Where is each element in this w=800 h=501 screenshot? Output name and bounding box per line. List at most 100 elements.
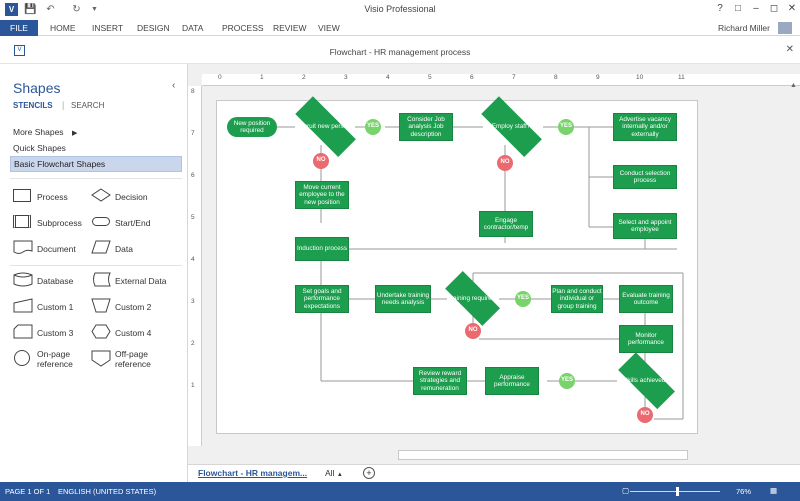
stencil-custom-2[interactable]: Custom 2 [91,298,181,318]
flow-no-2[interactable]: NO [497,155,513,171]
flow-start-new-position[interactable]: New position required [227,117,277,137]
ruler-tick: 0 [218,74,222,81]
user-name[interactable]: Richard Miller [718,23,770,33]
collapse-pane-icon[interactable]: ‹ [172,80,176,91]
flow-induction-process[interactable]: Induction process [295,237,349,261]
stencil-label: External Data [115,276,167,286]
quick-shapes[interactable]: Quick Shapes [13,143,66,153]
tab-file[interactable]: FILE [0,20,38,36]
stencil-on-page-reference[interactable]: On-page reference [13,349,93,370]
custom-2-shape-icon [91,298,111,313]
off-page-reference-shape-icon [91,350,111,367]
tab-design[interactable]: DESIGN [137,23,170,33]
stencil-subprocess[interactable]: Subprocess [13,214,93,234]
tab-review[interactable]: REVIEW [273,23,307,33]
drawing-page[interactable]: New position required Recruit new person… [216,100,698,434]
stencil-custom-1[interactable]: Custom 1 [13,298,93,318]
more-shapes[interactable]: More Shapes ▶ [13,127,77,137]
tab-home[interactable]: HOME [50,23,76,33]
flow-yes-4[interactable]: YES [559,373,575,389]
flow-yes-1[interactable]: YES [365,119,381,135]
scroll-up-icon[interactable]: ▲ [790,82,797,89]
tab-stencils[interactable]: STENCILS [13,101,53,110]
stencil-label: Process [37,192,68,202]
zoom-level[interactable]: 76% [736,487,752,496]
stencil-data[interactable]: Data [91,240,181,260]
tab-search[interactable]: SEARCH [71,101,105,110]
all-sheets-button[interactable]: All ▲ [325,468,343,478]
help-icon[interactable]: ? [717,3,723,14]
stencil-label: Custom 2 [115,302,152,312]
flow-no-4[interactable]: NO [637,407,653,423]
flow-monitor-performance[interactable]: Monitor performance [619,325,673,353]
ribbon-display-icon[interactable]: □ [734,3,742,14]
flow-no-3[interactable]: NO [465,323,481,339]
page-indicator[interactable]: PAGE 1 OF 1 [5,487,51,496]
flow-engage-contractor[interactable]: Engage contractor/temp [479,211,533,237]
ribbon-tabs: FILE HOME INSERT DESIGN DATA PROCESS REV… [0,20,800,36]
data-shape-icon [91,240,111,254]
flow-appraise-performance[interactable]: Appraise performance [485,367,539,395]
process-shape-icon [13,189,31,202]
flow-no-1[interactable]: NO [313,153,329,169]
flow-consider-job[interactable]: Consider Job analysis Job description [399,113,453,141]
flow-yes-2[interactable]: YES [558,119,574,135]
flow-advertise-vacancy[interactable]: Advertise vacancy internally and/or exte… [613,113,677,141]
shapes-pane: Shapes ‹ STENCILS | SEARCH More Shapes ▶… [0,64,188,482]
stencil-start-end[interactable]: Start/End [91,214,181,234]
basic-flowchart-shapes[interactable]: Basic Flowchart Shapes [10,156,182,172]
stencil-process[interactable]: Process [13,188,93,208]
tab-process[interactable]: PROCESS [222,23,264,33]
close-button[interactable]: ✕ [787,3,797,14]
stencil-custom-4[interactable]: Custom 4 [91,324,181,344]
doc-close-icon[interactable]: ✕ [785,44,794,55]
tab-data[interactable]: DATA [182,23,204,33]
drawing-canvas[interactable]: 0 1 2 3 4 5 6 7 8 9 10 11 8 7 6 5 4 3 2 … [188,64,800,482]
add-page-icon[interactable]: + [363,467,375,479]
redo-icon[interactable]: ↻ [72,4,81,15]
zoom-slider-handle[interactable] [676,487,679,496]
undo-icon[interactable]: ↶ [46,4,55,15]
stencil-decision[interactable]: Decision [91,188,181,208]
flow-set-goals[interactable]: Set goals and performance expectations [295,285,349,313]
flow-move-current-employee[interactable]: Move current employee to the new positio… [295,181,349,209]
tab-view[interactable]: VIEW [318,23,340,33]
maximize-button[interactable]: ◻ [769,3,779,14]
external-data-shape-icon [93,272,111,287]
zoom-slider[interactable] [630,491,720,492]
flow-training-needs[interactable]: Undertake training needs analysis [375,285,431,313]
more-shapes-label: More Shapes [13,127,64,137]
flow-conduct-selection[interactable]: Conduct selection process [613,165,677,189]
start-end-shape-icon [92,217,110,226]
flow-select-appoint[interactable]: Select and appoint employee [613,213,677,239]
document-bar: V Flowchart - HR management process ✕ [0,38,800,64]
flow-decision-training[interactable]: Training required? [445,281,501,317]
flow-evaluate-training[interactable]: Evaluate training outcome [619,285,673,313]
tab-insert[interactable]: INSERT [92,23,124,33]
fit-window-icon[interactable]: ▦ [770,486,778,495]
ruler-tick: 8 [554,74,558,81]
language-indicator[interactable]: ENGLISH (UNITED STATES) [58,487,157,496]
stencil-document[interactable]: Document [13,240,93,260]
user-avatar[interactable] [778,22,792,34]
horizontal-scrollbar[interactable] [398,450,688,460]
fit-page-icon[interactable]: ▢ [622,486,630,495]
minimize-button[interactable]: – [753,3,759,14]
ruler-tick: 5 [428,74,432,81]
flow-decision-employ[interactable]: Employ staff? [479,109,543,145]
flow-plan-training[interactable]: Plan and conduct individual or group tra… [551,285,603,313]
document-shape-icon [13,240,33,254]
flow-decision-recruit[interactable]: Recruit new person? [293,109,357,145]
ruler-tick: 2 [191,340,195,347]
stencil-database[interactable]: Database [13,272,93,292]
stencil-off-page-reference[interactable]: Off-page reference [91,349,181,370]
save-icon[interactable]: 💾 [24,4,37,15]
ruler-tick: 6 [191,172,195,179]
stencil-external-data[interactable]: External Data [91,272,181,292]
flow-decision-skills[interactable]: Skills achieved? [617,363,675,399]
stencil-custom-3[interactable]: Custom 3 [13,324,93,344]
sheet-tab-flowchart[interactable]: Flowchart - HR managem... [198,468,308,478]
customize-toolbar-icon[interactable]: ▼ [91,6,98,13]
flow-review-reward[interactable]: Review reward strategies and remuneratio… [413,367,467,395]
flow-yes-3[interactable]: YES [515,291,531,307]
